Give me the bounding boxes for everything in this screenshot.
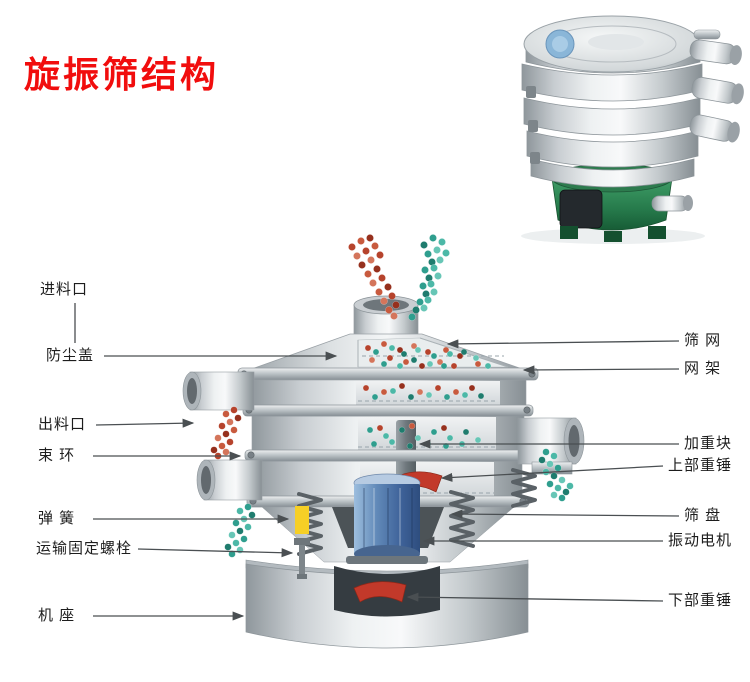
arrow-lower-hammer <box>406 592 664 602</box>
discharge-spout-right <box>517 417 585 475</box>
arrow-discharge-outlet <box>95 418 195 428</box>
discharge-spout-left-lower <box>196 459 263 501</box>
label-transport-bolt: 运输固定螺栓 <box>36 540 133 557</box>
transport-bolt-part <box>294 538 310 579</box>
arrow-mesh-frame <box>522 365 680 375</box>
label-feed-inlet: 进料口 <box>40 281 89 298</box>
arrow-transport-bolt <box>137 548 294 558</box>
product-photo <box>521 15 744 244</box>
sieve-decks-part <box>249 379 527 498</box>
motor-part <box>346 471 443 603</box>
label-vibration-motor: 振动电机 <box>668 532 733 549</box>
label-lower-hammer: 下部重锤 <box>668 592 733 609</box>
label-sieve-plate: 筛 盘 <box>684 507 722 524</box>
label-spring: 弹 簧 <box>38 510 76 527</box>
label-machine-base: 机 座 <box>38 607 76 624</box>
arrow-sieve-plate <box>450 509 680 519</box>
photo-motor-box <box>559 189 603 229</box>
machine-diagram <box>182 234 585 649</box>
label-clamp-ring: 束 环 <box>38 447 76 464</box>
leader-arrows <box>74 303 680 621</box>
springs-part <box>295 468 537 556</box>
mesh-frame-part <box>237 367 539 381</box>
spring-right <box>449 490 475 548</box>
discharge-spouts-part <box>182 371 585 501</box>
spring-far-right <box>511 468 537 508</box>
label-screen-mesh: 筛 网 <box>684 332 722 349</box>
discharge-spout-left-upper <box>182 371 255 411</box>
arrow-screen-mesh <box>446 339 680 349</box>
label-discharge-outlet: 出料口 <box>38 416 87 433</box>
lower-hammer-part <box>353 581 407 603</box>
label-upper-hammer: 上部重锤 <box>668 457 733 474</box>
machine-base-part <box>245 559 529 649</box>
arrow-upper-hammer <box>440 465 664 482</box>
photo-outlet-spouts <box>689 39 744 143</box>
label-weight-block: 加重块 <box>684 435 733 452</box>
spring-highlight <box>295 506 309 534</box>
label-dust-cover: 防尘盖 <box>46 347 95 364</box>
label-mesh-frame: 网 架 <box>684 360 722 377</box>
page-title: 旋振筛结构 <box>24 54 220 95</box>
